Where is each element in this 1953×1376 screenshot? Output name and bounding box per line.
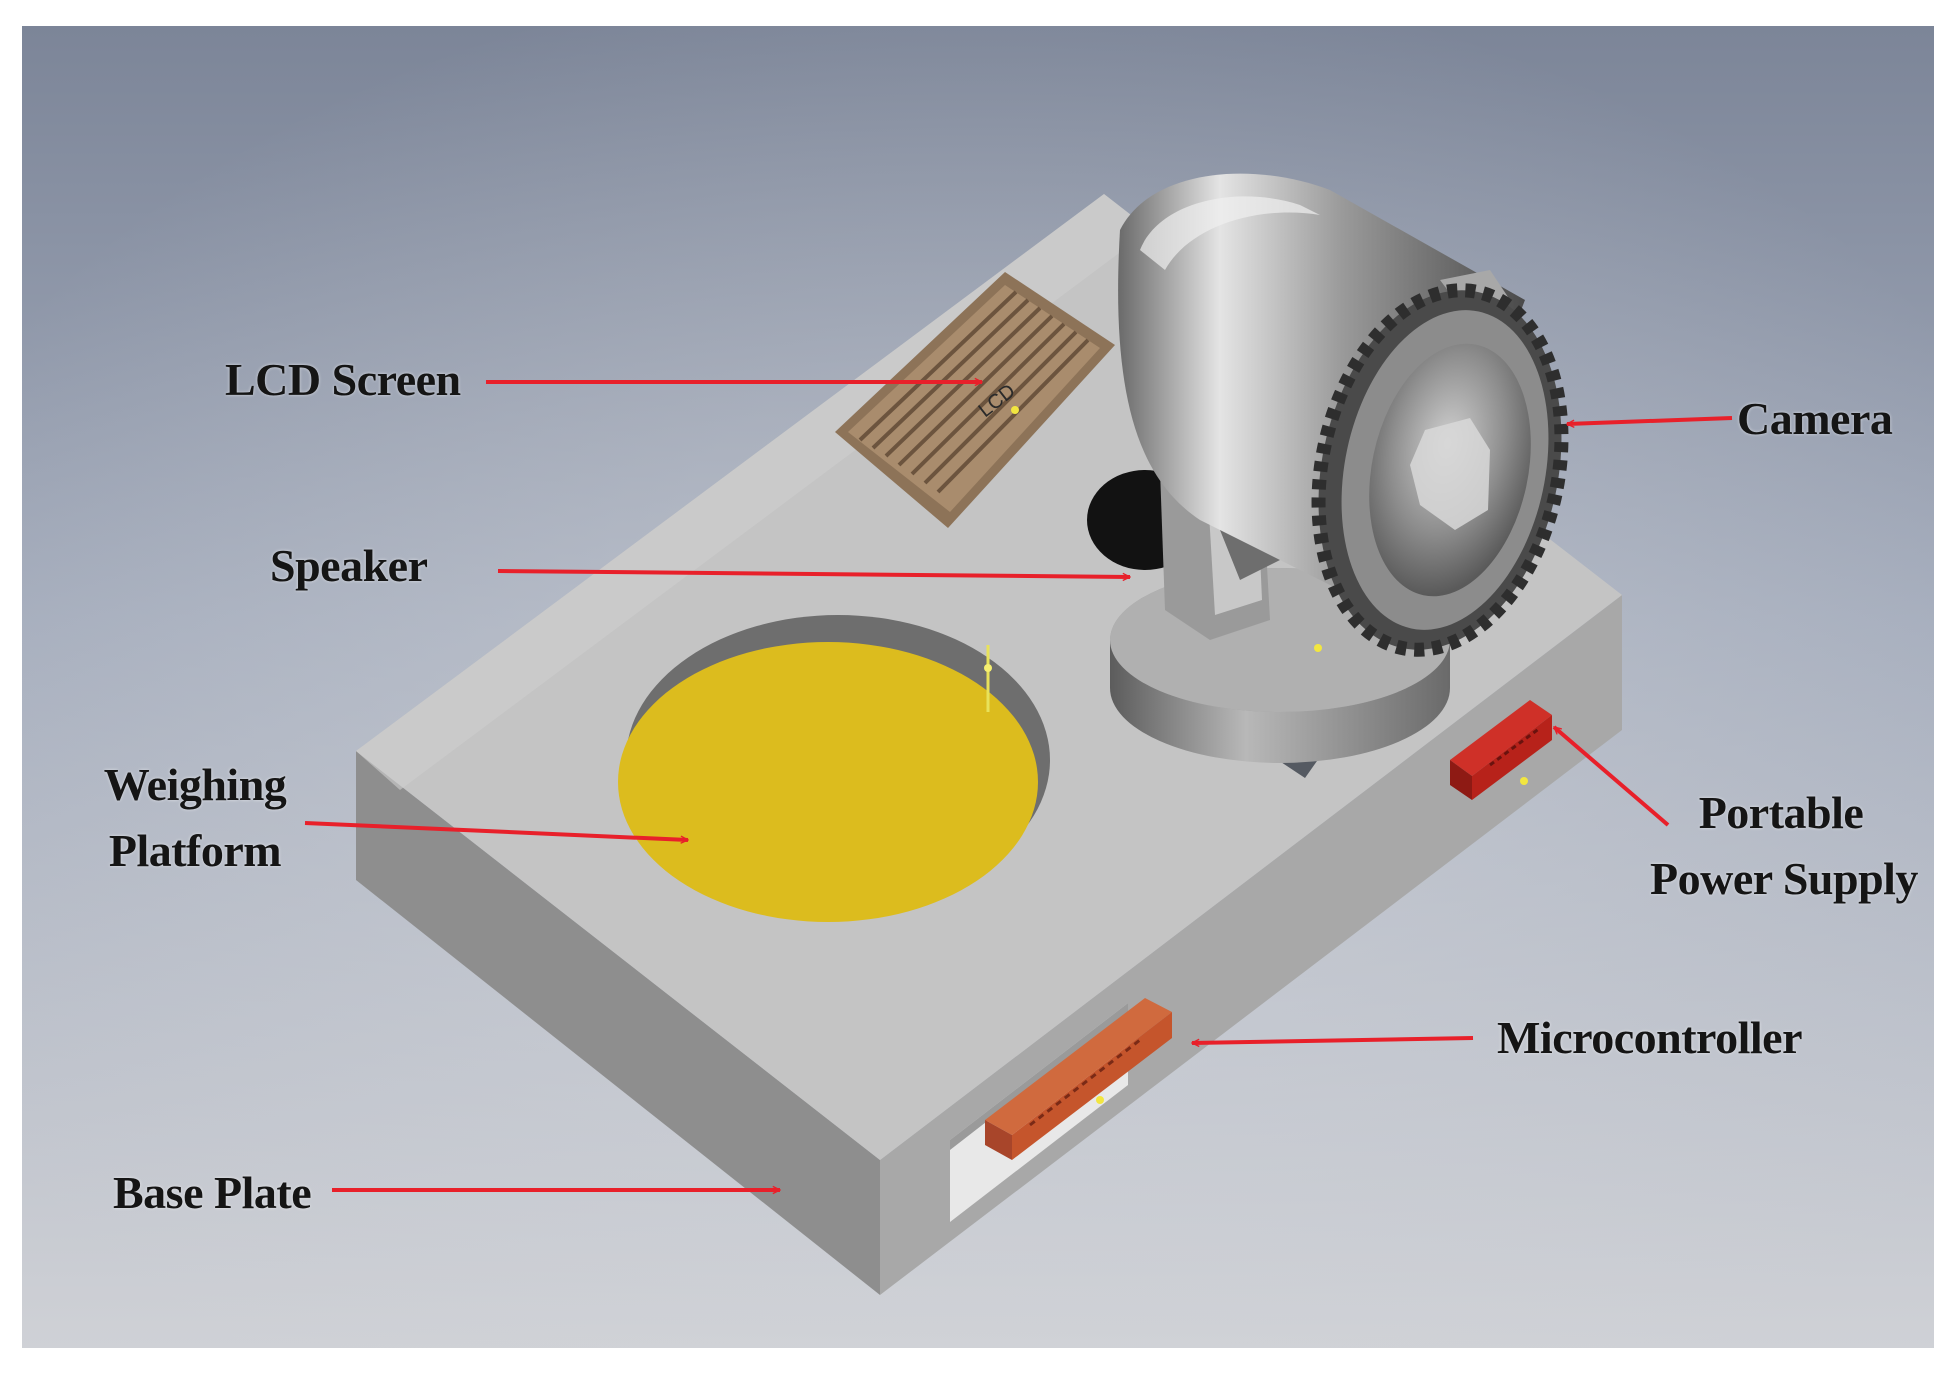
label-power-supply-line2: Power Supply: [1650, 853, 1918, 904]
power-supply-box: [1450, 700, 1552, 800]
arrow-power-supply: [1552, 725, 1670, 827]
label-weighing-platform-line1: Weighing: [103, 759, 287, 810]
arrow-speaker: [497, 569, 1130, 577]
arrow-camera: [1567, 416, 1733, 424]
label-speaker: Speaker: [270, 540, 428, 591]
label-camera: Camera: [1737, 393, 1893, 444]
callout-arrows: [304, 382, 1733, 1190]
arrow-weighing-platform: [304, 821, 688, 840]
microcontroller-board: [985, 998, 1172, 1160]
label-microcontroller: Microcontroller: [1497, 1012, 1803, 1063]
label-weighing-platform-line2: Platform: [108, 825, 282, 876]
label-portable-power-supply: Portable Power Supply: [1650, 780, 1918, 912]
base-plate-front-face: [356, 751, 880, 1295]
arrow-microcontroller: [1192, 1036, 1474, 1043]
weighing-platform-disc: [618, 642, 1038, 922]
lcd-panel: LCD: [835, 272, 1115, 528]
label-weighing-platform: Weighing Platform: [95, 752, 295, 884]
camera-lens-assembly: [1311, 283, 1569, 657]
label-lcd-screen: LCD Screen: [225, 354, 461, 405]
label-power-supply-line1: Portable: [1698, 787, 1864, 838]
label-base-plate: Base Plate: [113, 1167, 312, 1218]
